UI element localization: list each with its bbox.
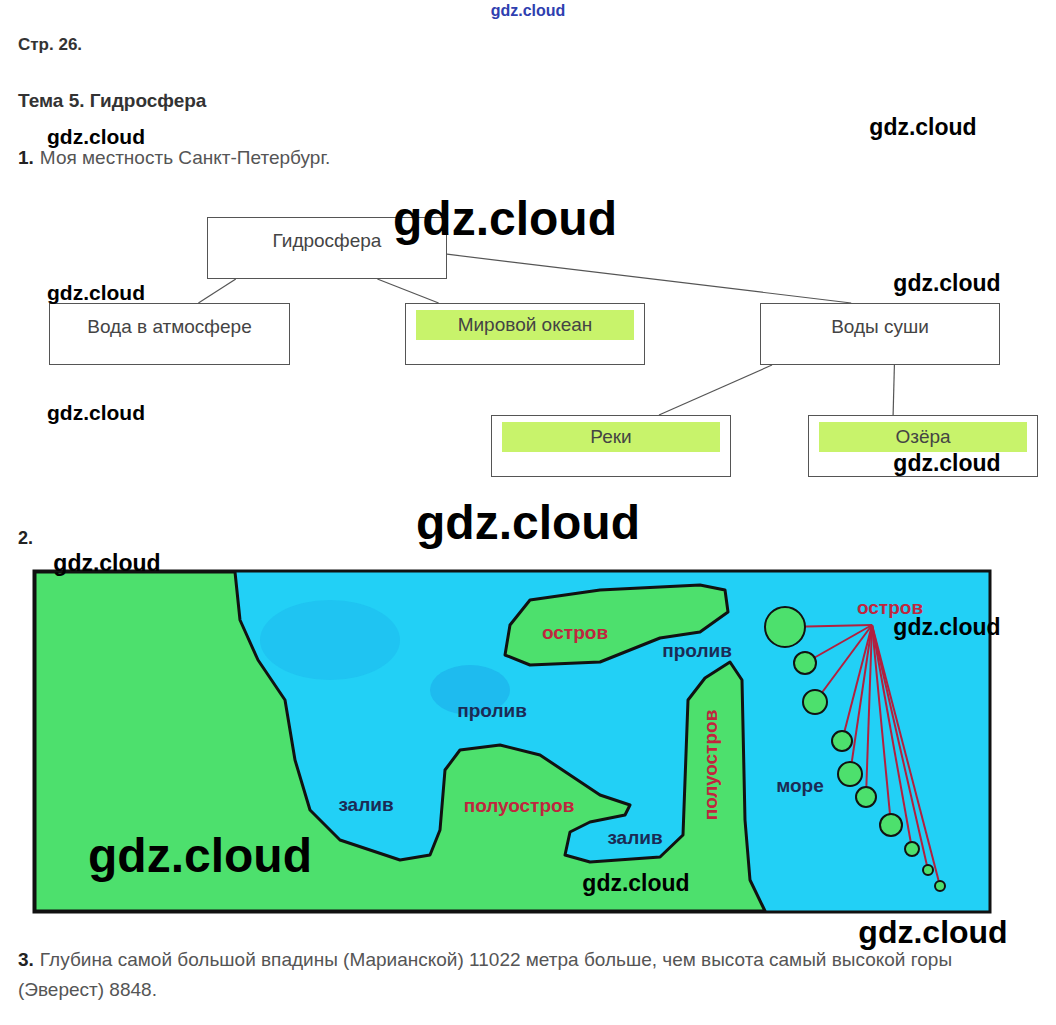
small-island — [935, 881, 945, 891]
hierarchy-box: Воды суши — [760, 303, 1000, 365]
map-label: пролив — [457, 700, 527, 722]
small-island — [803, 690, 827, 714]
leader-line — [815, 625, 872, 702]
small-island — [905, 842, 919, 856]
leader-line — [872, 625, 940, 886]
question-number: 3. — [18, 949, 34, 970]
map-label: полуостров — [700, 710, 722, 821]
heading: Тема 5. Гидросфера — [18, 90, 206, 112]
watermark: gdz.cloud — [47, 281, 145, 305]
box-label: Мировой океан — [416, 310, 634, 340]
tree-connector — [893, 365, 894, 415]
question-line: 1. Моя местность Санкт-Петербург. — [18, 143, 918, 173]
small-island — [765, 607, 805, 647]
question-number: 2. — [18, 528, 33, 549]
box-label: Озёра — [819, 422, 1027, 452]
hierarchy-box: Реки — [491, 415, 731, 477]
question-line: 3.Глубина самой большой впадины (Марианс… — [18, 945, 1033, 1005]
box-label: Вода в атмосфере — [60, 312, 279, 342]
small-islands — [765, 607, 945, 891]
map-frame — [34, 571, 990, 912]
watermark: gdz.cloud — [416, 495, 640, 550]
small-island — [880, 814, 902, 836]
sea-water — [34, 571, 990, 912]
leader-line — [872, 625, 912, 849]
tree-connector — [198, 279, 235, 303]
small-island — [794, 652, 816, 674]
watermark: gdz.cloud — [47, 125, 145, 149]
map-label: пролив — [662, 640, 732, 662]
water-shade — [260, 600, 400, 680]
hierarchy-box: Мировой океан — [405, 303, 645, 365]
answer-text: Моя местность Санкт-Петербург. — [40, 147, 330, 168]
map-label: залив — [338, 794, 393, 816]
box-label: Реки — [502, 422, 720, 452]
small-island — [856, 787, 876, 807]
watermark: gdz.cloud — [53, 550, 160, 577]
tree-connector — [377, 279, 438, 303]
tree-connector — [659, 365, 772, 415]
watermark: gdz.cloud — [893, 270, 1000, 297]
map-label: море — [776, 775, 824, 797]
watermark: gdz.cloud — [893, 450, 1000, 477]
watermark: gdz.cloud — [858, 914, 1007, 951]
watermark: gdz.cloud — [88, 828, 312, 883]
tree-connector — [447, 254, 851, 303]
watermark: gdz.cloud — [582, 870, 689, 897]
watermark: gdz.cloud — [47, 401, 145, 425]
leader-line — [872, 625, 928, 870]
small-island — [832, 731, 852, 751]
mainland — [35, 572, 765, 911]
hierarchy-box: Вода в атмосфере — [49, 303, 290, 365]
leader-line — [866, 625, 872, 797]
watermark: gdz.cloud — [491, 2, 566, 20]
watermark: gdz.cloud — [869, 114, 976, 141]
leader-lines — [785, 625, 940, 886]
map-label: полуостров — [464, 795, 575, 817]
box-label: Воды суши — [771, 312, 989, 342]
small-island — [923, 865, 933, 875]
map-label: остров — [542, 622, 608, 644]
question-number: 1. — [18, 147, 34, 168]
page-number: Стр. 26. — [18, 35, 82, 55]
map-label: залив — [607, 827, 662, 849]
small-island — [838, 762, 862, 786]
watermark: gdz.cloud — [893, 614, 1000, 641]
watermark: gdz.cloud — [393, 191, 617, 246]
answer-text: Глубина самой большой впадины (Марианско… — [18, 949, 952, 1000]
